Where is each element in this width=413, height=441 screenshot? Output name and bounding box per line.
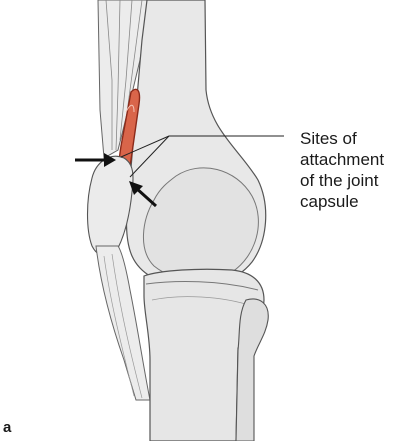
- callout-line-4: capsule: [300, 191, 410, 212]
- callout-line-2: attachment: [300, 149, 410, 170]
- callout-label: Sites of attachment of the joint capsule: [300, 128, 410, 212]
- callout-line-3: of the joint: [300, 170, 410, 191]
- fibula: [236, 299, 268, 441]
- patella: [88, 156, 134, 256]
- callout-line-1: Sites of: [300, 128, 410, 149]
- panel-label: a: [3, 419, 11, 437]
